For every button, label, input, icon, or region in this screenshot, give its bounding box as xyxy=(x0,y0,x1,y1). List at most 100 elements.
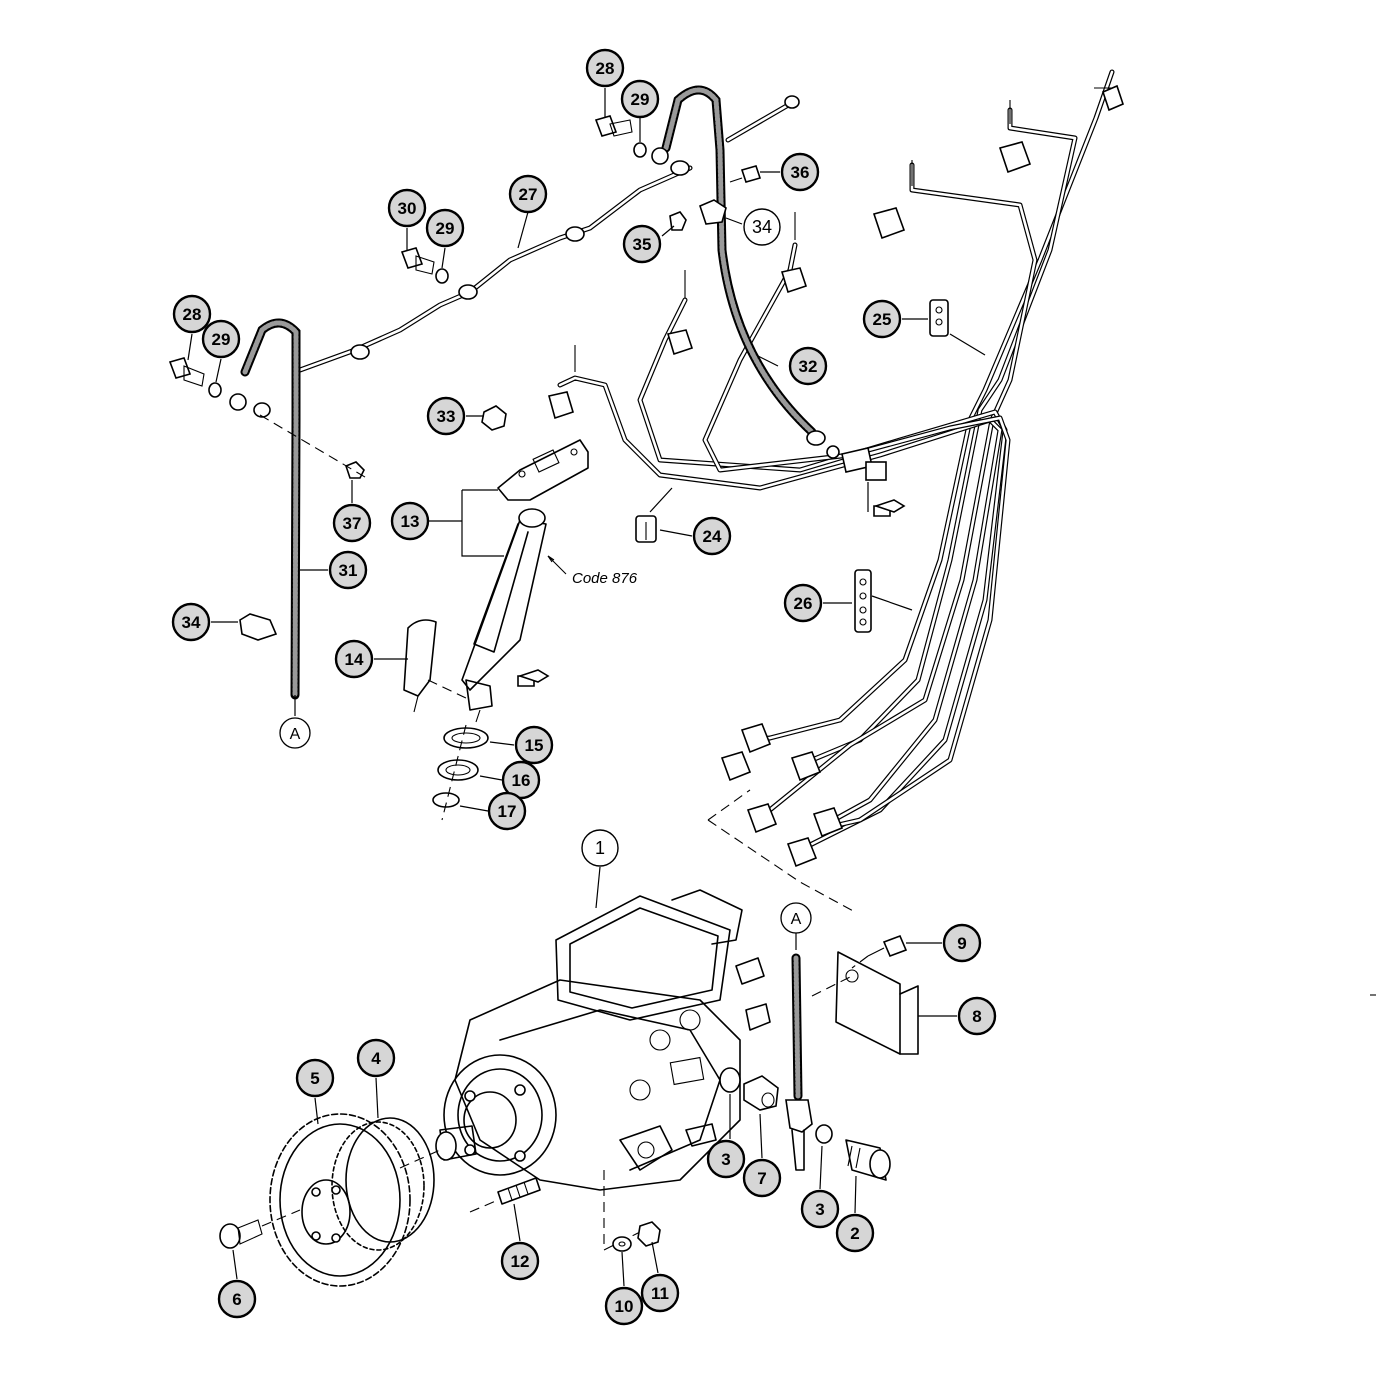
callout-34: 34 xyxy=(743,208,781,246)
reference-circle xyxy=(780,902,812,934)
callout-number: 26 xyxy=(794,594,813,613)
callout-circle xyxy=(514,725,554,765)
callout-circle xyxy=(620,79,660,119)
callout-number: 34 xyxy=(752,217,772,237)
callout-number: 13 xyxy=(401,512,420,531)
callout-circle xyxy=(390,501,430,541)
callout-number: 14 xyxy=(345,650,364,669)
callout-31: 31 xyxy=(328,550,368,590)
callout-number: 6 xyxy=(232,1290,241,1309)
leak-off-line xyxy=(297,95,800,373)
callout-circle xyxy=(581,829,619,867)
callout-number: 31 xyxy=(339,561,358,580)
callout-10: 10 xyxy=(604,1286,644,1326)
callout-7: 7 xyxy=(742,1158,782,1198)
callout-12: 12 xyxy=(500,1241,540,1281)
callout-number: 29 xyxy=(436,219,455,238)
screw-9 xyxy=(851,934,942,969)
callout-4: 4 xyxy=(356,1038,396,1078)
clamp-26 xyxy=(823,569,913,633)
callout-number: 11 xyxy=(651,1284,669,1303)
callout-29: 29 xyxy=(425,208,465,248)
drive-gear-5 xyxy=(269,1097,425,1287)
callout-number: 29 xyxy=(631,90,650,109)
callout-24: 24 xyxy=(692,516,732,556)
callout-17: 17 xyxy=(487,791,527,831)
callout-circle xyxy=(201,319,241,359)
callout-circle xyxy=(295,1058,335,1098)
callout-circle xyxy=(862,299,902,339)
callout-number: 32 xyxy=(799,357,818,376)
callout-33: 33 xyxy=(426,396,466,436)
banjo-bolt-28-left xyxy=(168,333,271,418)
callout-number: 5 xyxy=(310,1069,319,1088)
callout-number: 3 xyxy=(721,1150,730,1169)
callout-number: 34 xyxy=(182,613,201,632)
return-hose-32 xyxy=(661,85,887,481)
callout-5: 5 xyxy=(295,1058,335,1098)
stud-12 xyxy=(469,1177,541,1242)
callout-number: 37 xyxy=(343,514,362,533)
callout-15: 15 xyxy=(514,725,554,765)
callout-26: 26 xyxy=(783,583,823,623)
callout-circle xyxy=(604,1286,644,1326)
injection-pump-1 xyxy=(435,866,771,1251)
callout-32: 32 xyxy=(788,346,828,386)
callout-37: 37 xyxy=(332,503,372,543)
callout-30: 30 xyxy=(387,188,427,228)
callout-number: 28 xyxy=(183,305,202,324)
callout-circle xyxy=(743,208,781,246)
callout-circle xyxy=(835,1213,875,1253)
callout-28: 28 xyxy=(585,48,625,88)
callout-number: 24 xyxy=(703,527,722,546)
callout-circle xyxy=(500,1241,540,1281)
clamp-25 xyxy=(902,299,986,356)
high-pressure-pipe-bundle xyxy=(548,69,1124,913)
callout-circle xyxy=(788,346,828,386)
fitting-3-7 xyxy=(719,1067,779,1159)
callout-2: 2 xyxy=(835,1213,875,1253)
pointer-symbol xyxy=(867,482,906,517)
return-hose-31 xyxy=(240,318,328,716)
callout-circle xyxy=(328,550,368,590)
reference-circle xyxy=(279,717,311,749)
callout-circle xyxy=(640,1273,680,1313)
hose-clip-34-left xyxy=(211,613,278,641)
callout-number: 27 xyxy=(519,185,538,204)
callout-28: 28 xyxy=(172,294,212,334)
washer-37 xyxy=(259,414,371,503)
callout-circle xyxy=(332,503,372,543)
callout-circle xyxy=(957,996,997,1036)
callout-3: 3 xyxy=(800,1189,840,1229)
washer-10-nut-11 xyxy=(612,1221,661,1287)
callout-number: 12 xyxy=(511,1252,530,1271)
callout-circle xyxy=(706,1139,746,1179)
reference-letter: A xyxy=(791,911,802,928)
hose-clip-34-top xyxy=(699,199,743,225)
callout-36: 36 xyxy=(780,152,820,192)
callout-6: 6 xyxy=(217,1279,257,1319)
callout-1: 1 xyxy=(581,829,619,867)
callout-number: 9 xyxy=(957,934,966,953)
callout-circle xyxy=(783,583,823,623)
callout-circle xyxy=(742,1158,782,1198)
bolt-6 xyxy=(219,1209,301,1280)
banjo-bolt-28-top xyxy=(594,88,669,165)
clamp-24 xyxy=(635,487,693,543)
callout-8: 8 xyxy=(957,996,997,1036)
callout-circle xyxy=(217,1279,257,1319)
nozzle-14 xyxy=(374,619,471,713)
callout-14: 14 xyxy=(334,639,374,679)
callout-number: 3 xyxy=(815,1200,824,1219)
fuel-line-A-lower xyxy=(785,932,891,1214)
callout-circle xyxy=(387,188,427,228)
callout-29: 29 xyxy=(620,79,660,119)
callout-circle xyxy=(425,208,465,248)
callout-circle xyxy=(692,516,732,556)
callout-circle xyxy=(800,1189,840,1229)
reference-markers: AA xyxy=(279,717,812,934)
callout-number: 35 xyxy=(633,235,652,254)
callout-circle xyxy=(585,48,625,88)
callout-number: 7 xyxy=(757,1169,766,1188)
